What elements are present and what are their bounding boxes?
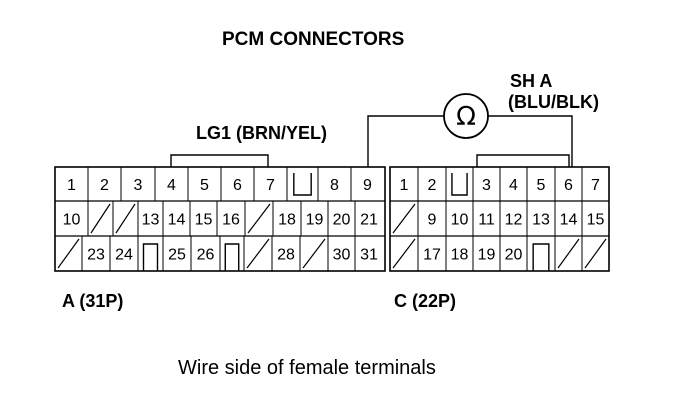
connector-c-terminal-number: 12	[505, 212, 523, 229]
connector-a-terminal-number: 24	[115, 247, 133, 264]
connector-a-terminal-number: 30	[333, 247, 351, 264]
connector-a-terminal-number: 4	[167, 177, 176, 194]
connector-a-terminal-number: 19	[306, 212, 324, 229]
connector-a-terminal-number: 3	[134, 177, 143, 194]
connector-a-terminal-number: 9	[363, 177, 372, 194]
connector-a-terminal-number: 23	[87, 247, 105, 264]
connector-a-terminal-number: 25	[168, 247, 186, 264]
connector-a-terminal-number: 14	[168, 212, 186, 229]
connector-c-terminal-number: 17	[423, 247, 441, 264]
connector-c-terminal-number: 10	[451, 212, 469, 229]
connector-a-terminal-number: 6	[233, 177, 242, 194]
connector-a-terminal-number: 16	[222, 212, 240, 229]
connector-c-terminal-number: 9	[428, 212, 437, 229]
connector-a-terminal-number: 5	[200, 177, 209, 194]
connector-c-key-slot	[532, 243, 550, 271]
connector-c-key-slot	[451, 173, 468, 196]
connector-a-terminal-number: 13	[142, 212, 160, 229]
connector-c-empty-cavity	[557, 238, 580, 269]
connector-a-terminal-number: 31	[360, 247, 378, 264]
connector-a-key-slot	[293, 173, 312, 196]
connector-c-label: C (22P)	[394, 291, 457, 311]
probe-wiring: Ω	[170, 93, 573, 167]
connector-c-terminal-number: 7	[591, 177, 600, 194]
connector-a-empty-cavity	[115, 203, 136, 234]
connector-a-key-slot	[224, 243, 240, 271]
connector-a-empty-cavity	[90, 203, 111, 234]
connector-a-label: A (31P)	[62, 291, 124, 311]
connector-c-bracket	[476, 154, 570, 167]
connector-a-empty-cavity	[246, 238, 270, 269]
connector-a-terminal-number: 7	[266, 177, 275, 194]
connector-a-terminal-number: 26	[197, 247, 215, 264]
connector-a-terminal-number: 21	[360, 212, 378, 229]
connector-a-terminal-number: 28	[277, 247, 295, 264]
connector-c-terminal-number: 1	[400, 177, 409, 194]
ohm-meter-icon	[443, 93, 489, 139]
connector-a-empty-cavity	[302, 238, 326, 269]
connector-a-terminal-number: 8	[330, 177, 339, 194]
probe-label-line2: (BLU/BLK)	[508, 92, 599, 112]
connector-c-terminal-number: 11	[478, 212, 495, 229]
probe-label-line1: SH A	[510, 71, 553, 91]
connector-c-terminal-number: 6	[564, 177, 573, 194]
connector-c-terminal-number: 4	[509, 177, 518, 194]
connector-a-terminal-number: 20	[333, 212, 351, 229]
connector-a-empty-cavity	[247, 203, 271, 234]
lg1-bracket	[170, 154, 269, 167]
connector-c-terminal-number: 18	[451, 247, 469, 264]
ohm-symbol: Ω	[456, 102, 476, 132]
connector-a-terminal-number: 18	[278, 212, 296, 229]
probe-wire-c6	[488, 115, 573, 167]
connector-a-terminal-number: 2	[100, 177, 109, 194]
connector-c-terminal-number: 2	[428, 177, 437, 194]
connector-c-terminal-number: 20	[505, 247, 523, 264]
connector-c-terminal-number: 3	[482, 177, 491, 194]
connector-c-terminal-number: 19	[478, 247, 496, 264]
connector-c-empty-cavity	[392, 203, 416, 234]
connector-a-terminal-number: 15	[195, 212, 213, 229]
connector-c-empty-cavity	[584, 238, 607, 269]
diagram-caption: Wire side of female terminals	[178, 357, 436, 379]
connector-a-terminal-number: 10	[63, 212, 81, 229]
connector-c-terminal-number: 15	[587, 212, 605, 229]
connector-c-terminal-number: 14	[560, 212, 578, 229]
diagram-title: PCM CONNECTORS	[222, 29, 405, 50]
connector-c-terminal-number: 5	[537, 177, 546, 194]
probe-wire-a9	[367, 115, 444, 167]
connector-c-empty-cavity	[392, 238, 416, 269]
connector-a-terminal-number: 1	[67, 177, 76, 194]
lg1-label: LG1 (BRN/YEL)	[196, 123, 328, 143]
connector-a-empty-cavity	[57, 238, 80, 269]
connector-c-terminal-number: 13	[532, 212, 550, 229]
connector-a-key-slot	[142, 243, 159, 271]
